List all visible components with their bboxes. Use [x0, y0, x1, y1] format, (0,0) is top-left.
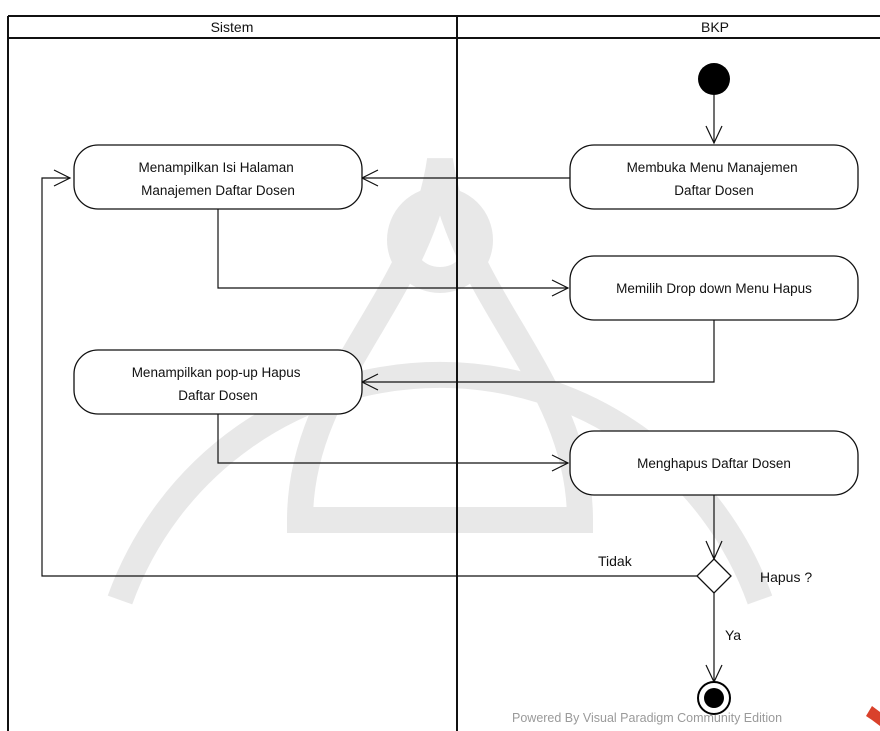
initial-node — [698, 63, 730, 95]
decision-node — [696, 558, 732, 594]
action-memilih-dropdown-line1: Memilih Drop down Menu Hapus — [616, 281, 812, 296]
action-membuka-menu-line1: Membuka Menu Manajemen — [627, 160, 798, 175]
action-membuka-menu-line2: Daftar Dosen — [674, 183, 754, 198]
lane-title-bkp: BKP — [701, 19, 729, 35]
action-membuka-menu: Membuka Menu Manajemen Daftar Dosen — [569, 144, 859, 210]
svg-text:Menampilkan Isi Halaman: Menampilkan Isi Halaman Manajemen Daftar… — [138, 160, 297, 198]
swimlane-frame — [7, 15, 880, 731]
svg-text:Membuka Menu Manajemen D: Membuka Menu Manajemen Daftar Dosen — [627, 160, 802, 198]
svg-text:Memilih Drop down Menu Hapus: Memilih Drop down Menu Hapus — [616, 281, 812, 296]
action-menampilkan-popup-line1: Menampilkan pop-up Hapus — [132, 365, 301, 380]
lane-title-sistem: Sistem — [211, 19, 254, 35]
guard-tidak: Tidak — [598, 553, 633, 569]
action-menghapus: Menghapus Daftar Dosen — [569, 430, 859, 496]
decision-label: Hapus ? — [760, 569, 812, 585]
footer-text: Powered By Visual Paradigm Community Edi… — [512, 711, 782, 725]
action-menampilkan-isi-line2: Manajemen Daftar Dosen — [141, 183, 295, 198]
final-node — [697, 681, 731, 715]
action-memilih-dropdown: Memilih Drop down Menu Hapus — [569, 255, 859, 321]
svg-text:Menampilkan pop-up Hapus: Menampilkan pop-up Hapus Daftar Dosen — [132, 365, 305, 403]
action-menampilkan-isi-line1: Menampilkan Isi Halaman — [138, 160, 293, 175]
action-menampilkan-isi: Menampilkan Isi Halaman Manajemen Daftar… — [73, 144, 363, 210]
guard-ya: Ya — [725, 627, 741, 643]
svg-text:Menghapus Daftar Dosen: Menghapus Daftar Dosen — [637, 456, 791, 471]
action-menampilkan-popup-line2: Daftar Dosen — [178, 388, 258, 403]
action-menghapus-line1: Menghapus Daftar Dosen — [637, 456, 791, 471]
action-menampilkan-popup: Menampilkan pop-up Hapus Daftar Dosen — [73, 349, 363, 415]
visual-paradigm-logo-icon — [866, 706, 880, 726]
